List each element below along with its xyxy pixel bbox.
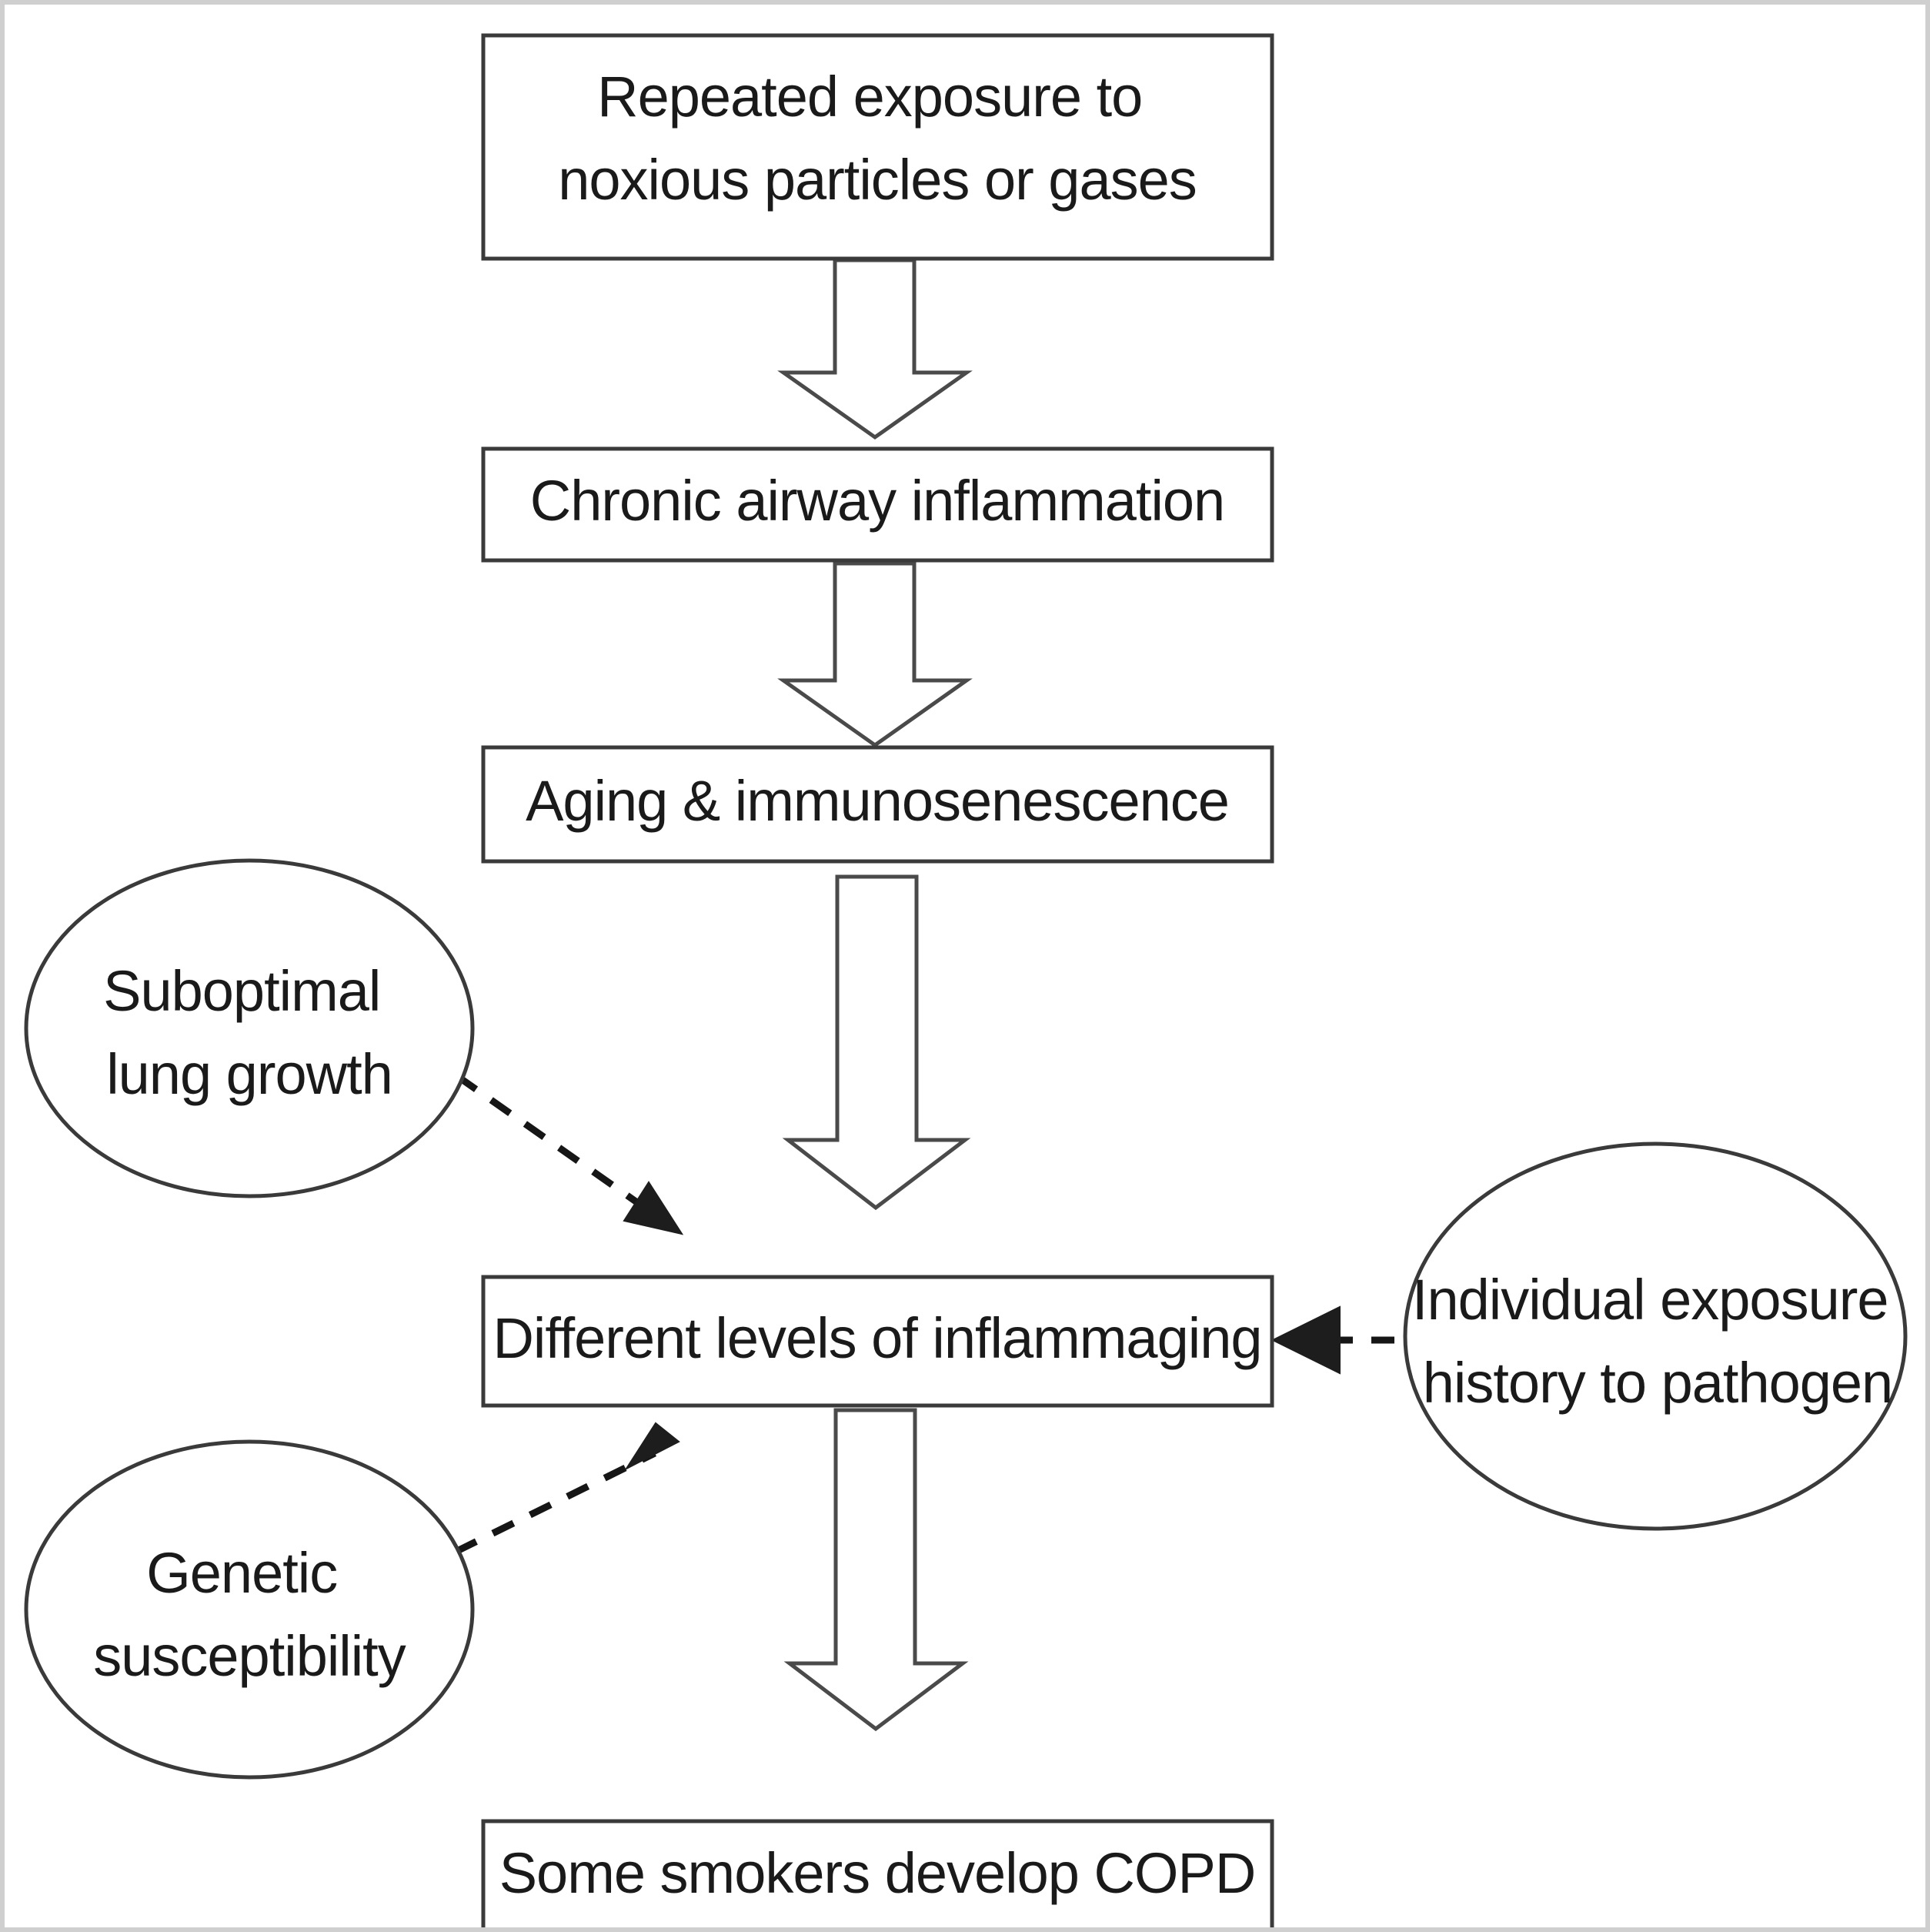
node-lung-growth-label: Suboptimal lung growth bbox=[103, 959, 396, 1106]
node-aging-box bbox=[481, 745, 1274, 864]
node-inflammation-box bbox=[481, 446, 1274, 563]
node-lung-growth-ellipse bbox=[24, 858, 475, 1198]
node-genetics-ellipse bbox=[24, 1439, 475, 1780]
edge-inflammation-to-aging bbox=[777, 561, 973, 748]
node-inflammaging-label: Different levels of inflammaging bbox=[493, 1306, 1261, 1370]
node-exposure-box bbox=[481, 33, 1274, 261]
node-inflammaging-box bbox=[481, 1275, 1274, 1408]
node-copd-label: Some smokers develop COPD bbox=[499, 1841, 1256, 1905]
node-aging-label: Aging & immunosenescence bbox=[526, 769, 1229, 833]
edge-aging-to-inflammaging bbox=[782, 874, 971, 1211]
node-pathogen-history-ellipse bbox=[1403, 1141, 1908, 1531]
node-copd-box bbox=[481, 1819, 1274, 1927]
edge-inflammaging-to-copd bbox=[783, 1408, 969, 1732]
edge-lung-growth-to-inflammaging bbox=[455, 1073, 684, 1235]
node-genetics-label: Genetic susceptibility bbox=[93, 1541, 406, 1688]
edge-exposure-to-inflammation bbox=[777, 258, 973, 440]
node-inflammation-label: Chronic airway inflammation bbox=[530, 469, 1224, 533]
edge-genetics-to-inflammaging bbox=[454, 1422, 680, 1556]
node-exposure-label: Repeated exposure to noxious particles o… bbox=[558, 65, 1197, 212]
flowchart-diagram: Repeated exposure to noxious particles o… bbox=[24, 33, 1908, 1927]
node-pathogen-history-label: Individual exposure history to pathogen bbox=[1412, 1268, 1903, 1415]
